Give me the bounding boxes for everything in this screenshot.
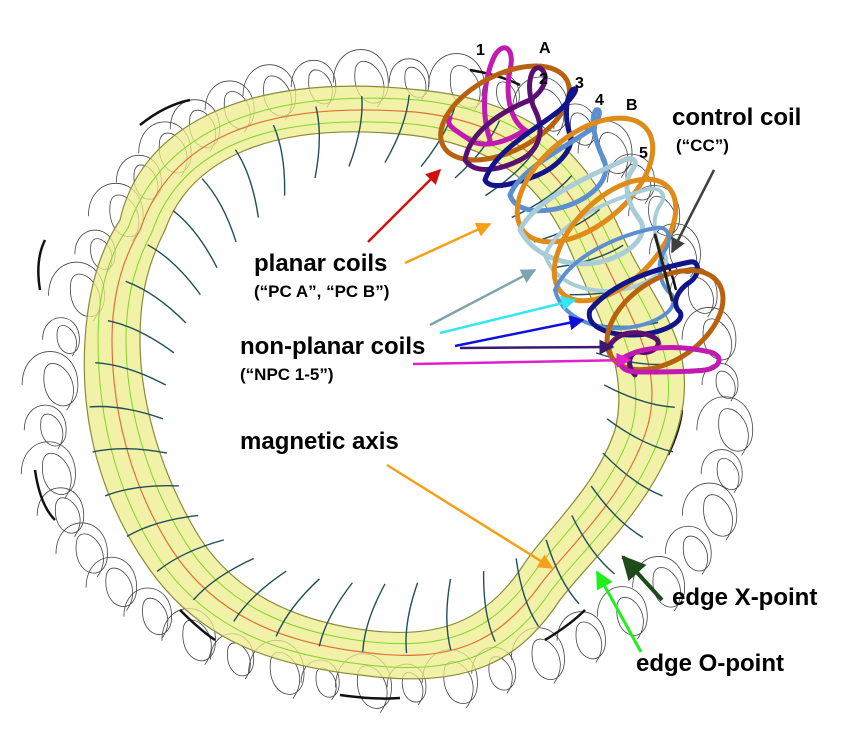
- mesh-line: [545, 539, 580, 605]
- plasma-torus: [83, 85, 686, 680]
- pca-coil: [438, 63, 572, 163]
- mesh-line: [602, 452, 663, 497]
- mesh-line: [233, 570, 287, 622]
- magnetic-axis-label: magnetic axis: [240, 428, 399, 455]
- mesh-line: [89, 405, 164, 420]
- edge-x-point-label: edge X-point: [672, 584, 818, 611]
- edge-o-point-line-a: [97, 97, 670, 669]
- arrow-magnetic-axis: [386, 463, 554, 570]
- annotation-arrows: [367, 168, 716, 653]
- edge-loop: [596, 586, 648, 640]
- npc1-coil-2: [617, 344, 722, 375]
- mesh-line: [275, 578, 320, 637]
- mesh-line: [603, 384, 675, 409]
- edge-o-point-label: edge O-point: [636, 650, 784, 677]
- mesh-line: [126, 514, 199, 538]
- planar-coils-label: planar coils: [254, 250, 388, 277]
- mesh-line: [95, 361, 167, 386]
- edge-loop: [36, 487, 85, 537]
- npc5-coil: [517, 156, 645, 267]
- non-planar-coils-label: non-planar coils: [240, 333, 426, 360]
- arrow-npc2: [459, 339, 615, 355]
- edge-loop: [700, 449, 743, 493]
- plasma-tube: [83, 85, 686, 680]
- edge-loop: [696, 396, 754, 456]
- edge-loop: [85, 556, 138, 611]
- mesh-line: [318, 582, 353, 647]
- mesh-line: [156, 539, 224, 573]
- pcb-coil-2: [551, 176, 679, 304]
- mesh-line: [552, 244, 624, 269]
- mesh-line: [234, 149, 260, 218]
- npc1-coil: [446, 45, 530, 147]
- npc2-id: 2: [539, 71, 548, 88]
- mesh-line: [515, 558, 540, 627]
- arrow-npc5: [429, 268, 537, 327]
- mesh-line: [590, 485, 644, 538]
- mesh-line: [482, 571, 496, 642]
- control-coil-sublabel: (“CC”): [676, 136, 729, 155]
- pca-coil-2: [604, 267, 726, 373]
- arrow-control-coil: [670, 169, 716, 254]
- edge-loop: [607, 153, 656, 204]
- edge-loop: [628, 185, 681, 240]
- edge-loop: [556, 611, 606, 663]
- mesh-line: [362, 583, 386, 652]
- mesh-line: [192, 557, 255, 601]
- arrow-edge-x-point: [621, 555, 664, 602]
- mesh-line: [405, 582, 419, 654]
- mesh-line: [172, 210, 218, 269]
- arrow-edge-o-point: [595, 570, 643, 653]
- edge-loop: [553, 103, 597, 149]
- mesh-line: [314, 106, 321, 179]
- arrow-npc4: [439, 295, 577, 335]
- arrow-planar-coils-a: [367, 168, 442, 243]
- edge-loop: [23, 404, 67, 450]
- magnetic-axis-line: [111, 109, 653, 656]
- npc4-id: 4: [595, 92, 604, 109]
- edge-loop: [55, 522, 108, 578]
- arrow-npc3: [454, 315, 585, 348]
- planar-coils-sublabel: (“PC A”, “PC B”): [254, 282, 390, 301]
- coil-set: [438, 45, 726, 378]
- edge-loop: [681, 482, 738, 541]
- control-coil: [653, 233, 674, 302]
- control-coil-label: control coil: [672, 104, 802, 131]
- mesh-line: [384, 94, 410, 163]
- edge-loop: [21, 351, 79, 411]
- mesh-line: [107, 319, 175, 354]
- mesh-line: [104, 485, 179, 497]
- non-planar-coils-sublabel: (“NPC 1-5”): [240, 365, 334, 384]
- mesh-line: [571, 515, 616, 575]
- arrow-planar-coils-b: [404, 222, 492, 265]
- edge-loop: [632, 556, 686, 612]
- edge-loop: [512, 76, 569, 136]
- pcb-coil: [514, 115, 656, 245]
- mesh-line: [606, 418, 674, 453]
- npc2-coil: [462, 65, 548, 172]
- npc5-id: 5: [639, 145, 648, 162]
- npc3-id: 3: [575, 75, 584, 92]
- mesh-line: [446, 578, 452, 651]
- mesh-line: [147, 244, 201, 296]
- edge-loop: [20, 441, 76, 499]
- mesh-line: [125, 280, 187, 324]
- npc4-coil: [507, 107, 609, 214]
- edge-o-point-line-b: [125, 121, 637, 645]
- edge-loop: [42, 317, 80, 357]
- edge-loop: [664, 526, 712, 575]
- mesh-line: [272, 124, 286, 196]
- mesh-line: [201, 178, 237, 243]
- pca-id: A: [539, 40, 551, 57]
- arrow-npc1: [412, 352, 632, 368]
- edge-loop: [123, 587, 172, 639]
- npc1-id: 1: [476, 42, 485, 59]
- pcb-id: B: [626, 97, 638, 114]
- mesh-line: [454, 120, 501, 179]
- mesh-line: [348, 96, 363, 167]
- mesh-line: [92, 447, 168, 454]
